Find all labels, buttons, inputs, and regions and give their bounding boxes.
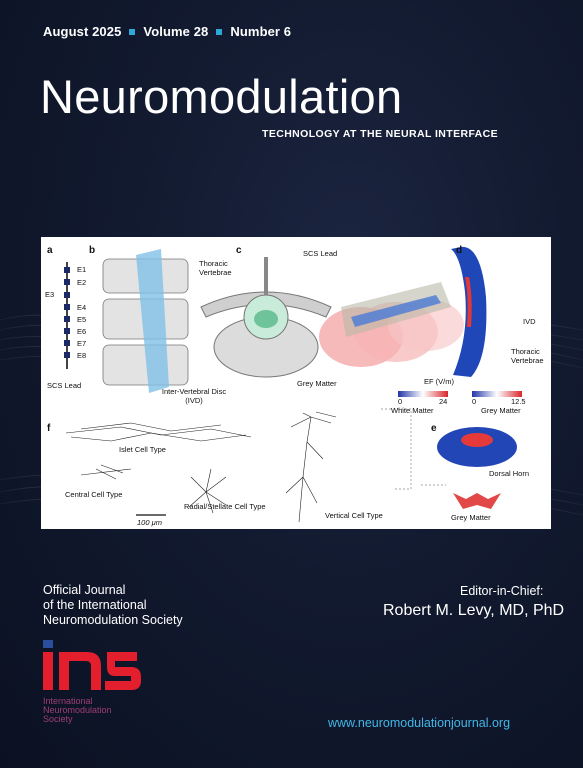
- panel-label-b: b: [89, 245, 96, 256]
- electrode-label: E1: [77, 265, 87, 274]
- ins-logo: [43, 640, 141, 690]
- electrode-label: E7: [77, 339, 87, 348]
- scs-lead-label-a: SCS Lead: [47, 381, 82, 390]
- gm-scale-max: 12.5: [511, 397, 526, 406]
- electrode-label: E5: [77, 315, 87, 324]
- electrode-label: E6: [77, 327, 87, 336]
- electrode-label: E4: [77, 303, 87, 312]
- thoracic-vertebrae-label-d: Thoracic Vertebrae: [511, 347, 544, 365]
- issue-date: August 2025: [43, 24, 122, 39]
- dorsal-horn-label: Dorsal Horn: [489, 469, 530, 478]
- editor-name: Robert M. Levy, MD, PhD: [383, 602, 565, 619]
- official-line-1: Official Journal: [43, 583, 126, 597]
- official-line-3: Neuromodulation Society: [43, 613, 183, 627]
- logo-line-1: International: [43, 696, 93, 706]
- ef-scale-title: EF (V/m): [424, 377, 454, 386]
- cover-figure: a b c d e f E1 E2 E3 E4 E5 E6 E7 E8 SCS …: [41, 237, 551, 529]
- grey-matter-label-c: Grey Matter: [297, 379, 337, 388]
- official-journal-statement: Official Journal of the International Ne…: [43, 583, 183, 628]
- panel-label-d: d: [456, 245, 463, 256]
- logo-line-2: Neuromodulation: [43, 705, 112, 715]
- panel-label-c: c: [236, 245, 242, 256]
- grey-matter-label-e: Grey Matter: [451, 513, 491, 522]
- scs-lead-label-c: SCS Lead: [303, 249, 338, 258]
- logo-line-3: Society: [43, 714, 73, 724]
- journal-subtitle: TECHNOLOGY AT THE NEURAL INTERFACE: [262, 128, 499, 140]
- scale-bar-label: 100 μm: [137, 518, 162, 527]
- electrode-label: E2: [77, 278, 87, 287]
- issue-number: Number 6: [230, 24, 292, 39]
- editor-label: Editor-in-Chief:: [460, 584, 544, 598]
- panel-label-f: f: [47, 423, 51, 434]
- central-cell-label: Central Cell Type: [65, 490, 123, 499]
- wm-scale-max: 24: [439, 397, 448, 406]
- white-matter-label: White Matter: [391, 406, 434, 415]
- thoracic-vertebrae-label: Thoracic Vertebrae: [199, 259, 232, 277]
- ivd-label-d: IVD: [523, 317, 536, 326]
- issue-line: August 2025 Volume 28 Number 6: [43, 24, 291, 39]
- separator-square-icon: [216, 28, 223, 35]
- vertical-cell-label: Vertical Cell Type: [325, 511, 383, 520]
- wm-scale-min: 0: [398, 397, 403, 406]
- issue-volume: Volume 28: [143, 24, 209, 39]
- electrode-label: E8: [77, 351, 87, 360]
- journal-title: Neuromodulation: [40, 70, 403, 123]
- grey-matter-scale-label: Grey Matter: [481, 406, 521, 415]
- figure-illustration: [64, 246, 522, 523]
- ivd-label: Inter-Vertebral Disc (IVD): [161, 387, 227, 405]
- panel-label-e: e: [431, 423, 437, 434]
- radial-cell-label: Radial/Stellate Cell Type: [184, 502, 266, 511]
- panel-label-a: a: [47, 245, 53, 256]
- electrode-label: E3: [45, 290, 55, 299]
- islet-cell-label: Islet Cell Type: [119, 445, 166, 454]
- gm-scale-min: 0: [472, 397, 477, 406]
- journal-url[interactable]: www.neuromodulationjournal.org: [328, 716, 511, 730]
- society-logo-text: International Neuromodulation Society: [43, 697, 112, 724]
- official-line-2: of the International: [43, 598, 147, 612]
- separator-square-icon: [129, 28, 136, 35]
